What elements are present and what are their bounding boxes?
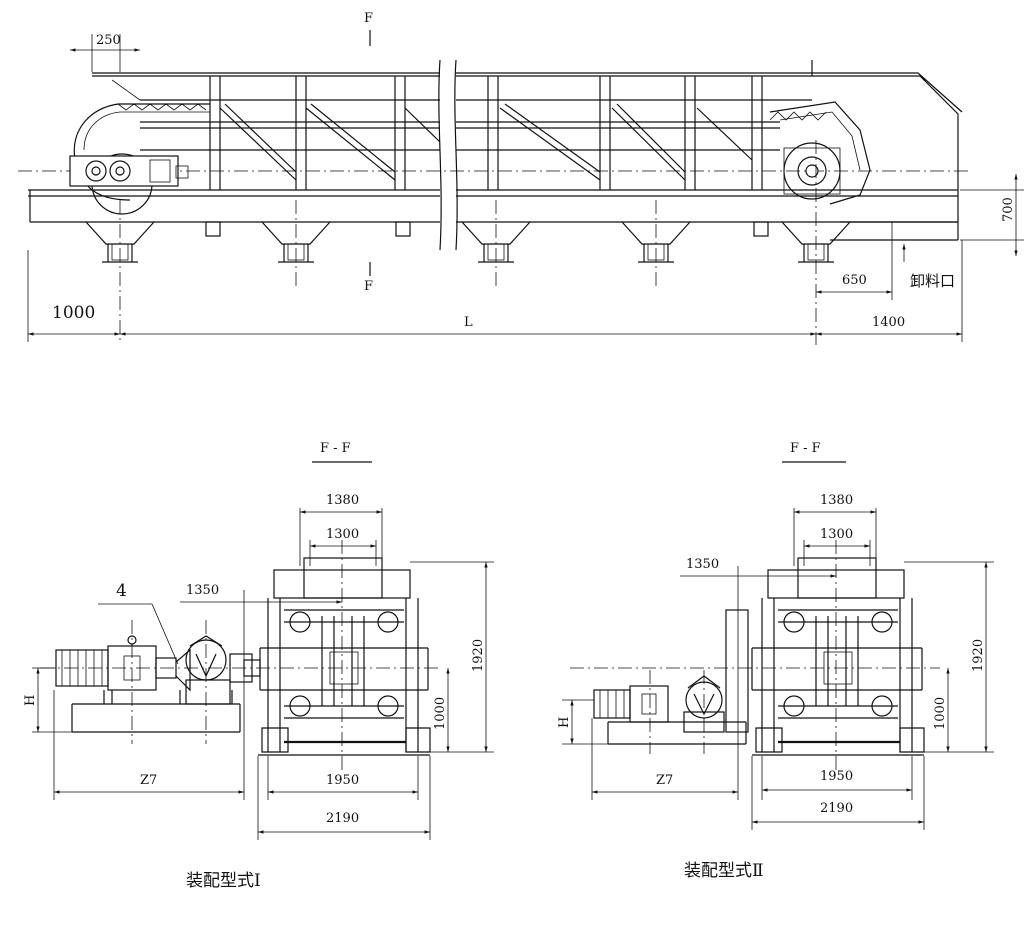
- dim-1380-1300: 1380 1300: [299, 493, 383, 566]
- dim-Z7: Z7: [53, 690, 244, 800]
- dim-1920-1000: 1920 1000: [410, 561, 494, 753]
- dim-label: Z7: [656, 773, 673, 788]
- view-title: F - F: [320, 441, 351, 456]
- dim-label: Z7: [140, 773, 157, 788]
- head-sprocket: [769, 60, 871, 205]
- dim-label: 700: [1001, 197, 1016, 222]
- dim-Z7: Z7: [591, 718, 738, 800]
- drive-unit: [593, 609, 749, 754]
- frame-cross-section: [751, 557, 925, 756]
- support-legs: [85, 221, 851, 263]
- dim-label: 1950: [820, 769, 853, 784]
- dim-label: 1350: [186, 583, 219, 598]
- dim-label: 1400: [872, 315, 905, 330]
- dim-1950-2190: 1950 2190: [751, 756, 925, 830]
- dim-1350: 1350: [680, 557, 836, 800]
- dim-label: 1350: [686, 557, 719, 572]
- dim-1350: 1350: [180, 583, 342, 800]
- dim-label: 1000: [52, 303, 95, 323]
- dim-H: H: [557, 699, 608, 745]
- dim-label: 1300: [326, 527, 359, 542]
- dim-250: 250: [70, 33, 140, 72]
- dim-label: H: [557, 717, 572, 728]
- dim-1920-1000: 1920 1000: [904, 561, 994, 753]
- assembly-caption: 装配型式Ⅰ: [186, 871, 261, 891]
- dim-label: 1300: [820, 527, 853, 542]
- dim-label: 650: [842, 273, 867, 288]
- dim-700: 700: [960, 174, 1024, 256]
- dim-label: H: [23, 695, 38, 706]
- dim-label: 1380: [326, 493, 359, 508]
- dim-label: 250: [96, 33, 121, 48]
- dim-1380-1300: 1380 1300: [793, 493, 877, 566]
- frame-cross-section: [258, 557, 431, 756]
- dim-650: 650: [816, 273, 892, 294]
- dim-1950-2190: 1950 2190: [257, 756, 431, 840]
- dim-label: 1920: [471, 639, 486, 672]
- section-mark-top: F: [364, 11, 373, 46]
- callout-number: 4: [116, 581, 127, 601]
- base-beam: [28, 189, 959, 241]
- dim-label: 1000: [933, 697, 948, 730]
- dim-label: L: [464, 315, 473, 330]
- dim-label: 1380: [820, 493, 853, 508]
- view-title: F - F: [790, 441, 821, 456]
- frame-posts: [209, 76, 763, 190]
- drive-unit: [55, 620, 261, 744]
- dim-label: 1920: [971, 639, 986, 672]
- tail-sprocket: [69, 103, 210, 215]
- section-letter: F: [364, 11, 373, 26]
- dim-H: H: [23, 667, 72, 733]
- section-view-type-1: F - F: [23, 441, 494, 891]
- dim-label: 2190: [326, 811, 359, 826]
- side-elevation-view: F F 250 700 卸料口 650: [18, 11, 1024, 345]
- section-letter: F: [364, 279, 373, 294]
- dim-label: 1950: [326, 773, 359, 788]
- dim-label: 2190: [820, 801, 853, 816]
- section-view-type-2: F - F: [557, 441, 994, 881]
- discharge-outlet: 卸料口: [891, 222, 955, 300]
- assembly-caption: 装配型式Ⅱ: [684, 861, 764, 881]
- section-mark-bottom: F: [364, 262, 373, 294]
- dim-label: 1000: [433, 697, 448, 730]
- outlet-label: 卸料口: [910, 272, 955, 290]
- dim-chain-bottom: 1000 L 1400: [27, 240, 963, 342]
- callout-4: 4: [98, 581, 179, 665]
